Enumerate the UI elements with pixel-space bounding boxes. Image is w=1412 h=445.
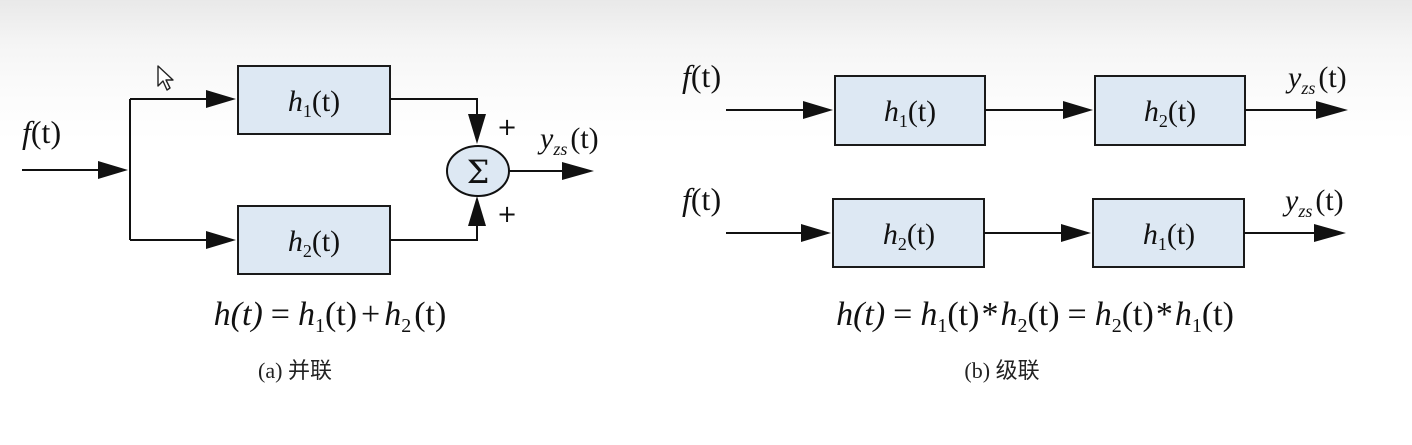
block-h1 [237, 65, 391, 135]
cascade-row2-mid-arrow [1061, 224, 1091, 242]
cascade-row2-block-left [832, 198, 985, 268]
sigma-symbol: Σ [467, 153, 490, 191]
cascade-formula: h(t)=h1(t)*h2(t)=h2(t)*h1(t) [836, 296, 1234, 337]
block-h2 [237, 205, 391, 275]
parallel-input-arrow [98, 161, 128, 179]
cascade-row-1: f(t) h1(t) h2(t) yzs(t) [682, 58, 1348, 146]
parallel-formula: h(t)=h1(t)+h2(t) [214, 296, 447, 337]
parallel-caption: (a) 并联 [258, 358, 332, 383]
cascade-row-2: f(t) h2(t) h1(t) yzs(t) [682, 181, 1346, 268]
plus-sign-bottom: + [497, 200, 517, 228]
cascade-row1-block-right [1094, 75, 1246, 146]
cascade-row2-block-right [1092, 198, 1245, 268]
cascade-row1-mid-arrow [1063, 101, 1093, 119]
parallel-input-label: f(t) [22, 114, 61, 150]
block-h1-label: h1(t) [288, 85, 340, 121]
parallel-top-out-wire [390, 98, 478, 114]
cascade-row1-output-label: yzs(t) [1285, 61, 1347, 98]
cascade-row1-block-right-label: h2(t) [1144, 95, 1196, 131]
cascade-row1-block-left [834, 75, 986, 146]
cascade-row1-input-arrow [803, 101, 833, 119]
block-h2-label: h2(t) [288, 225, 340, 261]
parallel-top-sum-arrow [468, 114, 486, 144]
cascade-row2-block-left-label: h2(t) [883, 218, 935, 254]
mouse-pointer-icon [157, 65, 174, 91]
cascade-row1-input-label: f(t) [682, 58, 721, 94]
cascade-row2-input-label: f(t) [682, 181, 721, 217]
plus-sign-top: + [497, 113, 517, 141]
cascade-row2-input-arrow [801, 224, 831, 242]
cascade-row1-output-arrow [1316, 101, 1348, 119]
cascade-row2-output-label: yzs(t) [1282, 184, 1344, 221]
parallel-bottom-sum-arrow [468, 196, 486, 226]
cascade-row1-block-left-label: h1(t) [884, 95, 936, 131]
cascade-caption: (b) 级联 [964, 358, 1039, 383]
parallel-output-label: yzs(t) [537, 122, 599, 159]
cascade-row2-block-right-label: h1(t) [1143, 218, 1195, 254]
cascade-row2-output-arrow [1314, 224, 1346, 242]
parallel-output-arrow [562, 162, 594, 180]
parallel-top-feed-arrow [206, 90, 236, 108]
parallel-bottom-feed-arrow [206, 231, 236, 249]
parallel-bottom-out-wire [390, 226, 478, 241]
cascade-diagram: f(t) h1(t) h2(t) yzs(t) f(t) h2(t) h1(t) [682, 58, 1348, 383]
parallel-diagram: f(t) h1(t) h2(t) Σ + + yzs(t) h(t)=h1(t)… [22, 65, 599, 383]
